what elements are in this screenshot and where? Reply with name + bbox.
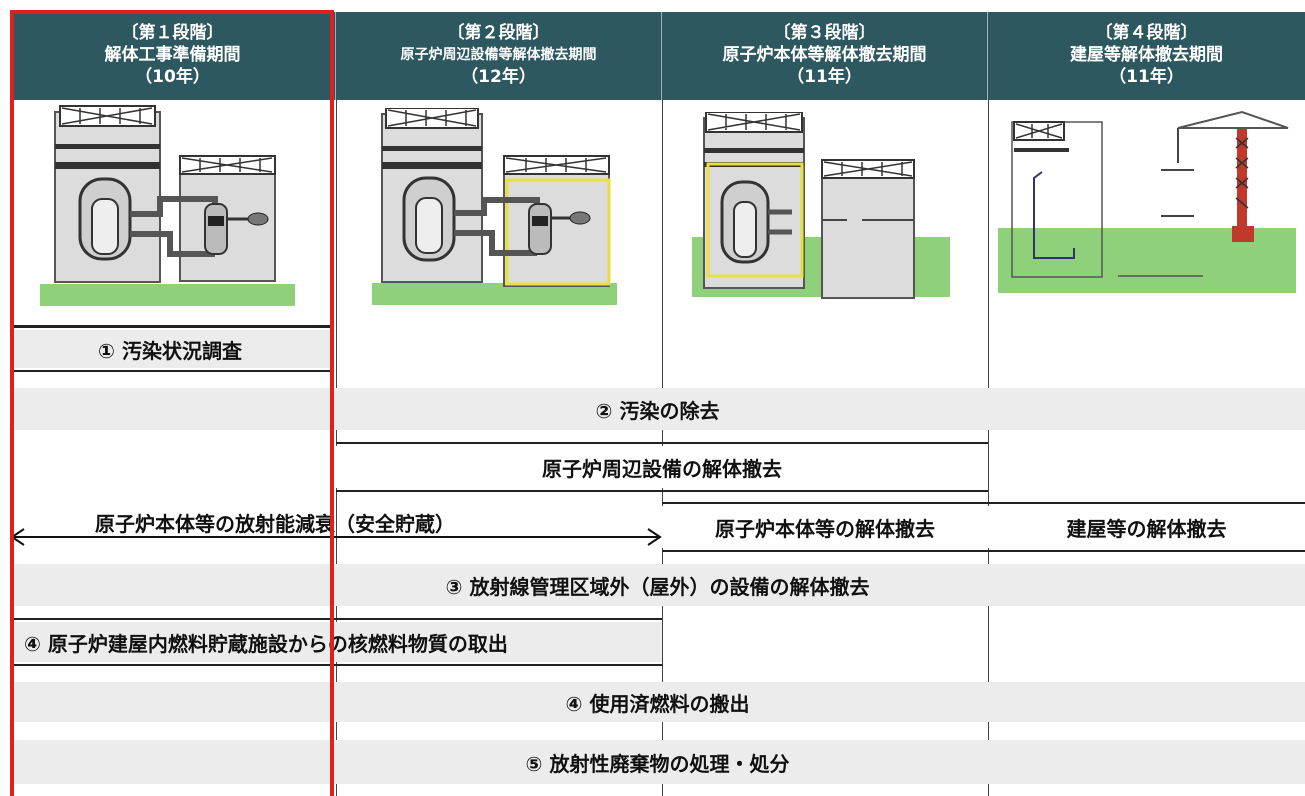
task-outside-label: ③ 放射線管理区域外（屋外）の設備の解体撤去 — [445, 574, 870, 599]
task-peripheral-label: 原子炉周辺設備の解体撤去 — [542, 456, 782, 481]
peripheral-bottom-rule — [336, 490, 988, 492]
phase-4-name: 建屋等解体撤去期間 — [1070, 45, 1223, 65]
task-waste-label: ⑤ 放射性廃棄物の処理・処分 — [525, 751, 790, 776]
survey-top-rule — [10, 325, 330, 328]
phase-3-stage: 〔第３段階〕 — [773, 23, 876, 43]
phase-1-stage: 〔第１段階〕 — [121, 23, 224, 43]
reactor-top-rule — [662, 502, 1305, 504]
phase-2-stage: 〔第２段階〕 — [447, 23, 550, 43]
survey-bottom-rule — [10, 370, 330, 372]
phase-4-header: 〔第４段階〕 建屋等解体撤去期間 （11年） — [988, 12, 1305, 100]
reactor-bottom-rule — [662, 550, 1305, 552]
phase-1-plant-illustration — [40, 105, 295, 306]
phase-3-plant-illustration — [692, 112, 950, 299]
fuel-top-rule — [10, 618, 662, 620]
phase-1-header: 〔第１段階〕 解体工事準備期間 （10年） — [10, 12, 336, 100]
phase-4-stage: 〔第４段階〕 — [1095, 23, 1198, 43]
task-decontamination-label: ② 汚染の除去 — [595, 398, 720, 423]
phase-3-name: 原子炉本体等解体撤去期間 — [722, 45, 927, 65]
phase-4-crane-illustration — [998, 110, 1296, 293]
peripheral-top-rule — [336, 442, 988, 444]
phase-2-name: 原子炉周辺設備等解体撤去期間 — [400, 47, 597, 63]
phase-1-name: 解体工事準備期間 — [104, 45, 241, 65]
column-divider-2 — [336, 318, 337, 796]
task-spent-fuel: ④ 使用済燃料の搬出 — [10, 682, 1305, 722]
task-fuel-removal-label: ④ 原子炉建屋内燃料貯蔵施設からの核燃料物質の取出 — [24, 631, 508, 656]
task-building-label: 建屋等の解体撤去 — [1066, 516, 1227, 541]
phase-4-years: （11年） — [1109, 67, 1184, 87]
task-survey: ① 汚染状況調査 — [10, 330, 330, 368]
task-fuel-removal: ④ 原子炉建屋内燃料貯蔵施設からの核燃料物質の取出 — [10, 622, 662, 662]
phase-1-highlight-box — [10, 10, 334, 796]
phase-2-plant-illustration — [372, 108, 617, 305]
task-peripheral: 原子炉周辺設備の解体撤去 — [336, 446, 988, 488]
task-waste: ⑤ 放射性廃棄物の処理・処分 — [10, 740, 1305, 784]
task-survey-label: ① 汚染状況調査 — [98, 338, 242, 363]
column-divider-4 — [988, 100, 989, 796]
task-reactor-label: 原子炉本体等の解体撤去 — [715, 516, 935, 541]
task-spent-fuel-label: ④ 使用済燃料の搬出 — [565, 691, 750, 716]
fuel-bottom-rule — [10, 664, 662, 666]
phase-3-header: 〔第３段階〕 原子炉本体等解体撤去期間 （11年） — [662, 12, 988, 100]
task-storage: 原子炉本体等の放射能減衰（安全貯蔵） — [95, 512, 455, 536]
task-outside: ③ 放射線管理区域外（屋外）の設備の解体撤去 — [10, 564, 1305, 606]
phase-2-header: 〔第２段階〕 原子炉周辺設備等解体撤去期間 （12年） — [336, 12, 662, 100]
phase-3-years: （11年） — [787, 67, 862, 87]
task-building: 建屋等の解体撤去 — [988, 506, 1305, 548]
column-divider-2-top — [336, 100, 337, 318]
phase-1-years: （10年） — [135, 67, 210, 87]
task-decontamination: ② 汚染の除去 — [10, 388, 1305, 430]
task-reactor: 原子炉本体等の解体撤去 — [662, 506, 988, 548]
phase-2-years: （12年） — [461, 67, 536, 87]
